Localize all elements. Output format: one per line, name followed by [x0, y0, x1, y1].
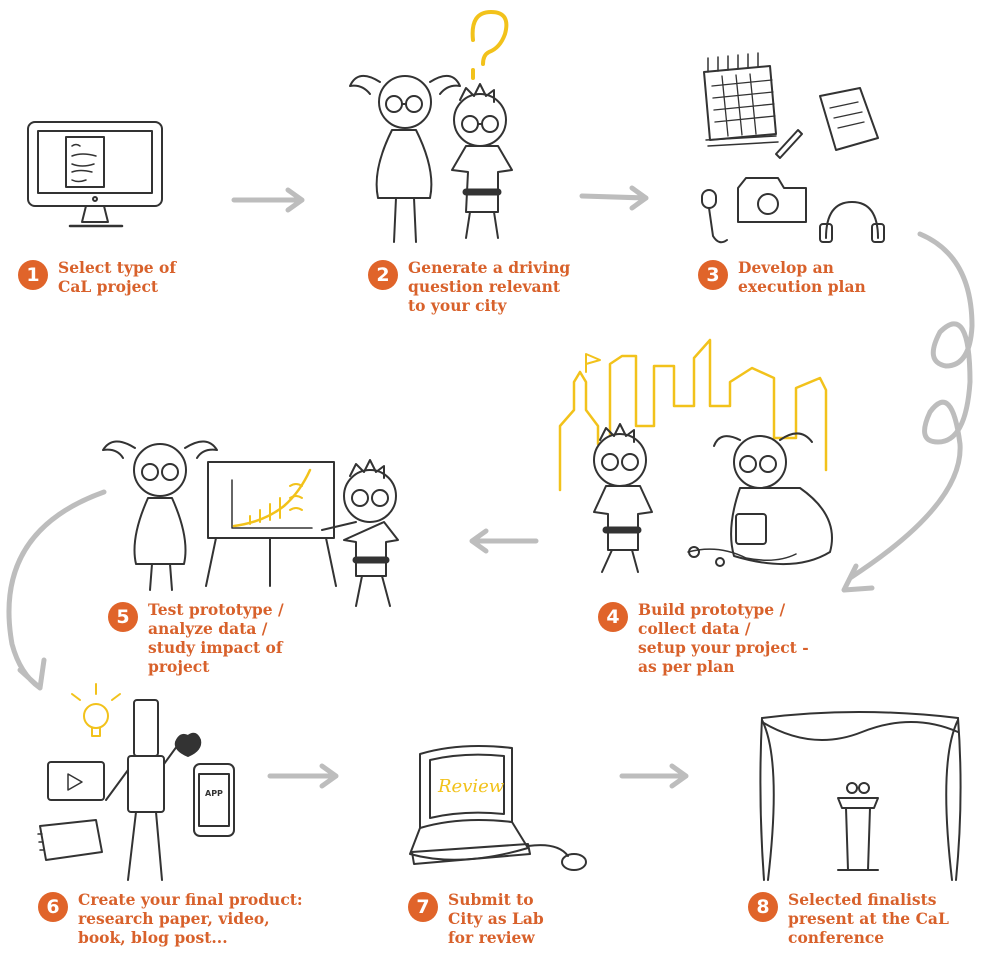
kids-question-illustration: [349, 10, 513, 243]
step-2: 2 Generate a driving question relevant t…: [368, 258, 570, 315]
step-label: Build prototype / collect data / setup y…: [638, 600, 809, 676]
phone-app-text: APP: [205, 789, 223, 798]
step-number-badge: 8: [748, 892, 778, 922]
planning-tools-illustration: [701, 52, 885, 244]
step-label: Submit to City as Lab for review: [448, 890, 544, 947]
step-label: Test prototype / analyze data / study im…: [148, 600, 284, 676]
step-label: Selected finalists present at the CaL co…: [788, 890, 949, 947]
step-4: 4 Build prototype / collect data / setup…: [598, 600, 809, 676]
step-3: 3 Develop an execution plan: [698, 258, 866, 296]
step-number-badge: 5: [108, 602, 138, 632]
step-label: Generate a driving question relevant to …: [408, 258, 571, 315]
flow-arrows: [6, 185, 975, 789]
arrow-1-to-2: [231, 187, 305, 213]
step-6: 6 Create your final product: research pa…: [38, 890, 303, 947]
arrow-7-to-8: [619, 763, 689, 789]
step-1: 1 Select type of CaL project: [18, 258, 176, 296]
city-build-illustration: [558, 338, 833, 573]
arrow-3-to-4: [841, 231, 975, 593]
arrow-6-to-7: [267, 763, 339, 789]
step-label: Select type of CaL project: [58, 258, 177, 296]
step-number-badge: 7: [408, 892, 438, 922]
step-5: 5 Test prototype / analyze data / study …: [108, 600, 284, 676]
stage-illustration: [759, 711, 962, 881]
arrow-4-to-5: [469, 528, 539, 554]
arrow-2-to-3: [579, 185, 649, 211]
step-number-badge: 1: [18, 260, 48, 290]
final-product-illustration: [37, 683, 235, 881]
step-8: 8 Selected finalists present at the CaL …: [748, 890, 949, 947]
step-number-badge: 6: [38, 892, 68, 922]
laptop-review-illustration: [409, 745, 587, 871]
step-number-badge: 2: [368, 260, 398, 290]
arrow-5-to-6: [6, 489, 107, 691]
step-label: Create your final product: research pape…: [78, 890, 303, 947]
monitor-illustration: [27, 121, 163, 228]
step-label: Develop an execution plan: [738, 258, 866, 296]
step-number-badge: 3: [698, 260, 728, 290]
review-screen-text: Review: [437, 776, 505, 797]
analyze-data-illustration: [102, 440, 399, 607]
step-7: 7 Submit to City as Lab for review: [408, 890, 544, 947]
step-number-badge: 4: [598, 602, 628, 632]
